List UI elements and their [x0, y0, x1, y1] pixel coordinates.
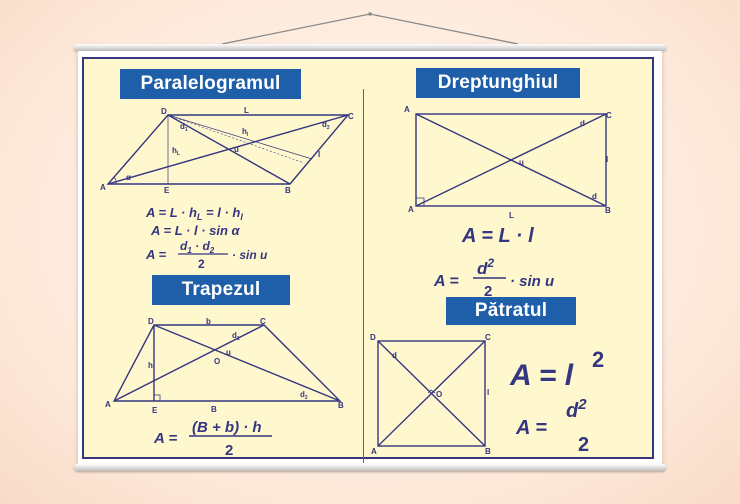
dreptunghi-formulas: A = L · l A = d2 2 · sin u [433, 225, 554, 299]
label-B: B [605, 206, 611, 215]
dreptunghi-figure: A C A B L l d d u A = L · l A = d2 2 · s… [404, 105, 612, 299]
svg-text:A = L · l: A = L · l [461, 225, 534, 247]
title-dreptunghi: Dreptunghiul [416, 68, 580, 98]
bottom-hanging-rod [74, 464, 666, 471]
label-D: D [370, 333, 376, 342]
center-divider-line [363, 89, 364, 463]
label-C: C [348, 112, 354, 121]
svg-text:2: 2 [198, 257, 205, 269]
paralelogram-formulas: A = L · hL = l · hl A = L · l · sin α A … [145, 205, 268, 269]
poster: Paralelogramul Dreptunghiul Trapezul Păt… [78, 51, 662, 467]
label-alpha: α [126, 173, 131, 182]
svg-text:A =: A = [433, 273, 459, 290]
label-d2: d2 [322, 120, 330, 131]
label-D: D [148, 317, 154, 326]
label-L: L [509, 211, 514, 220]
svg-text:2: 2 [225, 442, 233, 459]
label-hl: hl [242, 127, 249, 138]
poster-panel: Paralelogramul Dreptunghiul Trapezul Păt… [82, 57, 654, 463]
label-hL: hL [172, 146, 180, 157]
label-B: B [338, 401, 344, 410]
label-d: d [392, 351, 397, 360]
patrat-figure: D C A B O l d A = l 2 A = d2 2 [370, 333, 604, 456]
svg-text:A = L · hL = l · hl: A = L · hL = l · hl [145, 205, 243, 222]
svg-text:A =: A = [153, 430, 177, 447]
label-l: l [606, 155, 608, 164]
svg-text:2: 2 [592, 347, 604, 372]
svg-text:· sin u: · sin u [510, 273, 554, 290]
trapez-figure: D C A B E B b h O u d1 d2 A = (B + b) · … [105, 317, 344, 459]
svg-text:A = l: A = l [509, 359, 574, 392]
svg-text:2: 2 [578, 434, 589, 456]
label-l: l [487, 388, 489, 397]
label-O: O [436, 390, 442, 399]
patrat-formulas: A = l 2 A = d2 2 [509, 347, 604, 456]
svg-text:d2: d2 [566, 396, 587, 422]
label-E: E [164, 186, 170, 195]
label-A: A [404, 105, 410, 114]
hanging-cord [221, 12, 519, 45]
label-d-top: d [580, 119, 585, 128]
label-u: u [519, 158, 524, 167]
label-A: A [371, 447, 377, 456]
label-A2: A [408, 205, 414, 214]
label-L: L [244, 106, 249, 115]
label-d1: d1 [180, 122, 188, 133]
top-hanging-rod [74, 44, 666, 51]
label-C: C [260, 317, 266, 326]
label-d1: d1 [232, 331, 240, 342]
title-paralelogram: Paralelogramul [120, 69, 301, 99]
label-E: E [152, 406, 158, 415]
label-B-base: B [211, 405, 217, 414]
svg-text:d1 · d2: d1 · d2 [180, 239, 215, 255]
label-A: A [100, 183, 106, 192]
paralelogram-figure: A B C D E L l hL hl d1 d2 u α A = L · hL… [100, 106, 354, 269]
label-B: B [485, 447, 491, 456]
label-l: l [318, 150, 320, 159]
title-patrat: Pătratul [446, 297, 576, 325]
label-C: C [606, 111, 612, 120]
label-D: D [161, 107, 167, 116]
label-B: B [285, 186, 291, 195]
trapez-formulas: A = (B + b) · h 2 [153, 419, 272, 459]
svg-text:A = L · l · sin α: A = L · l · sin α [150, 223, 241, 238]
label-d-bottom: d [592, 192, 597, 201]
label-b: b [206, 317, 211, 326]
svg-text:A =: A = [145, 247, 167, 262]
label-d2: d2 [300, 390, 308, 401]
label-A: A [105, 400, 111, 409]
svg-text:(B + b) · h: (B + b) · h [192, 419, 262, 436]
label-C: C [485, 333, 491, 342]
svg-text:· sin u: · sin u [232, 248, 268, 262]
svg-text:2: 2 [484, 283, 492, 299]
title-trapez: Trapezul [152, 275, 290, 305]
label-O: O [214, 357, 220, 366]
label-u: u [234, 145, 239, 154]
label-h: h [148, 361, 153, 370]
label-u: u [226, 348, 231, 357]
svg-text:A =: A = [515, 417, 547, 439]
svg-text:d2: d2 [477, 256, 494, 278]
